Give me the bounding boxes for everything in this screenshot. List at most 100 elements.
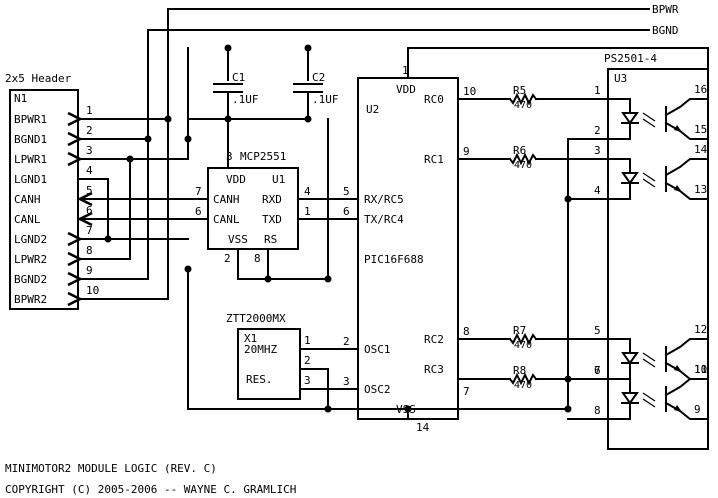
transistor-emitter [664,181,709,200]
header-pin-number: 5 [86,184,93,197]
x1-part: ZTT2000MX [226,312,286,325]
gnd-return-wire [187,268,569,410]
u2-rx-label: RX/RC5 [364,193,404,206]
u1-ref: U1 [272,173,285,186]
x1-res-label: RES. [246,373,273,386]
c2-value: .1UF [312,93,339,106]
u1-txd-label: TXD [262,213,282,226]
u2-pin-tx: 6 [343,205,350,218]
u3-pin-left: 8 [594,404,601,417]
u2-pin-vss: 14 [416,421,430,434]
resistor-ref: R5 [513,84,526,97]
header-pin-number: 3 [86,144,93,157]
transistor-collector [664,338,709,357]
u2-pin-rc3: 7 [463,385,470,398]
u2-pin-rx: 5 [343,185,350,198]
header-pin-label: LGND2 [14,233,47,246]
header-pin-number: 9 [86,264,93,277]
transistor-emitter [664,401,709,420]
u1-canh-label: CANH [213,193,240,206]
header-pin-label: LPWR2 [14,253,47,266]
u2-rc0-label: RC0 [424,93,444,106]
header-pin-label: BGND1 [14,133,47,146]
capacitor-c1: C1 .1UF [213,71,259,120]
u3-pin-left: 5 [594,324,601,337]
u3-part: PS2501-4 [604,52,657,65]
resistor-value: 470 [514,380,532,391]
header-pin-number: 2 [86,124,93,137]
u3-pin-left: 7 [594,364,601,377]
u3-pin-right: 14 [694,143,708,156]
header-pin-number: 4 [86,164,93,177]
u1-canl-label: CANL [213,213,240,226]
u2-vdd-label: VDD [396,83,416,96]
u2-osc1-label: OSC1 [364,343,391,356]
resistor-ref: R7 [513,324,526,337]
mcp2551-chip [207,167,299,250]
u1-pin-rxd: 4 [304,185,311,198]
resistor-symbol [508,372,538,386]
c1-value: .1UF [232,93,259,106]
resistor-value: 470 [514,160,532,171]
u2-pin-vdd: 1 [402,64,409,77]
x1-ref: X1 [244,332,257,345]
u2-pin-osc1: 2 [343,335,350,348]
light-arrow [642,358,656,368]
resistor-symbol [508,332,538,346]
header-pin-number: 1 [86,104,93,117]
light-arrow [642,172,656,182]
u2-osc2-label: OSC2 [364,383,391,396]
u2-ref: U2 [366,103,379,116]
u1-pin-canh: 7 [195,185,202,198]
u3-pin-right: 11 [694,363,707,376]
light-arrow [642,352,656,362]
led-triangle [621,352,639,365]
header-pin-label: CANL [14,213,41,226]
lpwr2-wire [80,158,131,259]
resistor-value: 470 [514,100,532,111]
u1-pin-txd: 1 [304,205,311,218]
u2-tx-label: TX/RC4 [364,213,404,226]
transistor-collector [664,158,709,177]
u2-pin-rc0: 10 [463,85,476,98]
c1-ref: C1 [232,71,245,84]
led-triangle [621,172,639,185]
schematic-title: MiniMotor2 Module Logic (Rev. C) [5,462,217,475]
header-pin-number: 6 [86,204,93,217]
transistor-emitter [664,121,709,140]
u3-ref: U3 [614,72,627,85]
header-pin-label: CANH [14,193,41,206]
u2-pin-rc2: 8 [463,325,470,338]
u1-rs-label: RS [264,233,277,246]
header-pin-number: 10 [86,284,99,297]
u3-pin-left: 6 [594,364,601,377]
u2-rc1-label: RC1 [424,153,444,166]
x1-gnd-wire [299,368,329,410]
emitter-arrow [674,125,682,132]
u1-vdd-label: VDD [226,173,246,186]
u1-pin-vss: 2 [224,252,231,265]
bgnd-net-label: BGND [652,24,679,37]
lgnd-wire [80,178,109,239]
schematic-copyright: Copyright (c) 2005-2006 -- Wayne C. Gram… [5,483,296,496]
u2-part: PIC16F688 [364,253,424,266]
u2-rc3-label: RC3 [424,363,444,376]
u2-rc2-label: RC2 [424,333,444,346]
x1-pin1: 1 [304,334,311,347]
emitter-arrow [674,365,682,372]
crystal-x1 [237,328,301,400]
bpwr-wire [80,8,650,299]
header-pin-label: BPWR2 [14,293,47,306]
x1-pin2: 2 [304,354,311,367]
header-pin-label: BPWR1 [14,113,47,126]
led-triangle [621,392,639,405]
bpwr-net-label: BPWR [652,3,679,16]
header-ref: N1 [14,92,27,105]
transistor-collector [664,98,709,117]
u3-pin-right: 16 [694,83,707,96]
u1-rxd-label: RXD [262,193,282,206]
u3-pin-right: 15 [694,123,707,136]
junctions [104,44,572,413]
